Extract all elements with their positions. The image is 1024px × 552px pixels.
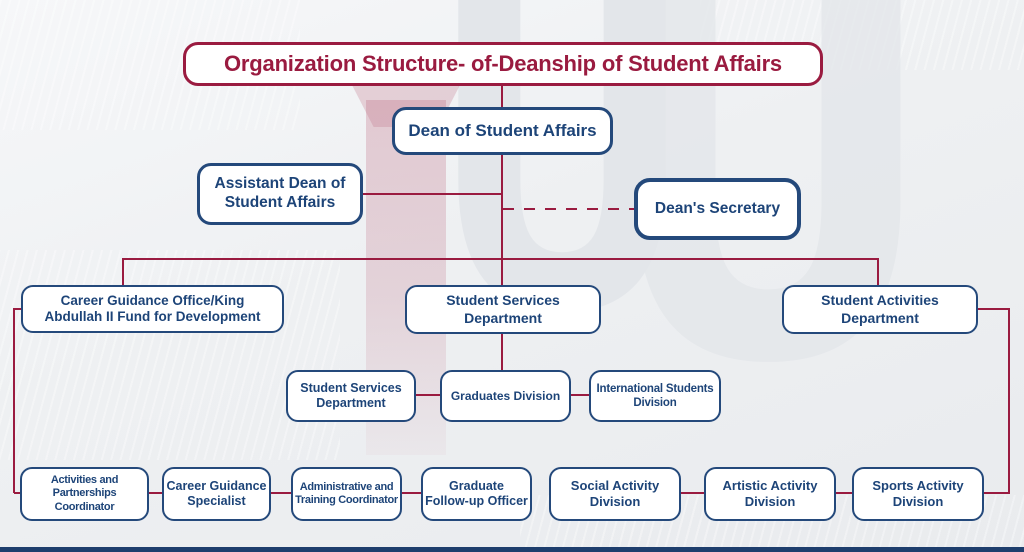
connector-row4-3 (400, 492, 423, 494)
node-graduate-followup-officer: Graduate Follow-up Officer (421, 467, 532, 521)
node-assistant-dean: Assistant Dean of Student Affairs (197, 163, 363, 225)
node-label: Dean's Secretary (654, 199, 781, 217)
node-label: Sports Activity Division (872, 478, 964, 509)
connector-right-rail-in (982, 492, 1010, 494)
node-student-services-department-sub: Student Services Department (286, 370, 416, 422)
connector-assistant-dean (362, 193, 503, 195)
node-international-students-division: International Students Division (589, 370, 721, 422)
node-label: Artistic Activity Division (722, 478, 818, 509)
connector-deans-secretary-dashed (503, 208, 634, 210)
connector-graduates-international (569, 394, 591, 396)
node-label: Graduates Division (450, 388, 561, 403)
node-label: Career Guidance Office/King Abdullah II … (44, 292, 261, 324)
bottom-accent-bar (0, 547, 1024, 552)
node-career-guidance-office: Career Guidance Office/King Abdullah II … (21, 285, 284, 333)
connector-activities-dept-out (975, 308, 1010, 310)
node-label: Student Services Department (300, 380, 402, 410)
chart-title: Organization Structure- of-Deanship of S… (224, 50, 782, 76)
connector-row4-5 (834, 492, 854, 494)
node-label: International Students Division (596, 382, 714, 409)
connector-services-graduates (414, 394, 442, 396)
node-administrative-training-coordinator: Administrative and Training Coordinator (291, 467, 402, 521)
node-student-activities-department: Student Activities Department (782, 285, 978, 334)
node-label: Student Services Department (446, 292, 560, 326)
node-label: Graduate Follow-up Officer (425, 478, 528, 508)
background-texture (0, 250, 340, 460)
connector-left-rail (13, 308, 15, 493)
node-label: Career Guidance Specialist (166, 478, 267, 508)
node-activities-partnerships-coordinator: Activities and Partnerships Coordinator (20, 467, 149, 521)
node-graduates-division: Graduates Division (440, 370, 571, 422)
chart-title-box: Organization Structure- of-Deanship of S… (183, 42, 823, 86)
connector-left-rail-in (14, 492, 22, 494)
connector-drop-career-office (122, 258, 124, 287)
node-student-services-department: Student Services Department (405, 285, 601, 334)
node-sports-activity-division: Sports Activity Division (852, 467, 984, 521)
connector-career-office-out (14, 308, 23, 310)
connector-row4-1 (147, 492, 164, 494)
node-deans-secretary: Dean's Secretary (634, 178, 801, 240)
connector-row4-2 (269, 492, 293, 494)
node-label: Dean of Student Affairs (408, 120, 597, 140)
connector-right-rail (1008, 308, 1010, 493)
node-label: Social Activity Division (570, 478, 660, 509)
node-label: Administrative and Training Coordinator (295, 480, 398, 506)
node-label: Student Activities Department (821, 292, 939, 326)
node-dean-of-student-affairs: Dean of Student Affairs (392, 107, 613, 155)
connector-dean-trunk (501, 85, 503, 372)
connector-row4-4 (679, 492, 706, 494)
connector-drop-activities-dept (877, 258, 879, 287)
node-label: Assistant Dean of Student Affairs (214, 175, 346, 211)
node-label: Activities and Partnerships Coordinator (50, 473, 119, 513)
connector-level2-splitter (122, 258, 879, 260)
node-career-guidance-specialist: Career Guidance Specialist (162, 467, 271, 521)
node-social-activity-division: Social Activity Division (549, 467, 681, 521)
node-artistic-activity-division: Artistic Activity Division (704, 467, 836, 521)
